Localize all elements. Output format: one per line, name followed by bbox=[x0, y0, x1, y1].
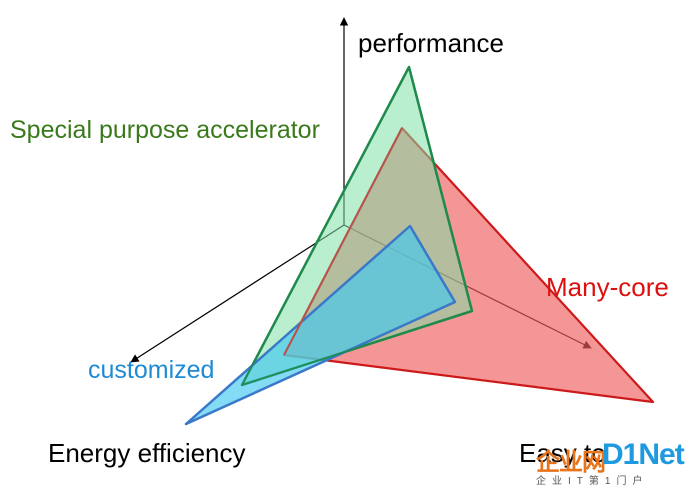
watermark-logo-en: D1Net bbox=[602, 438, 685, 471]
watermark-subtitle: 企业IT第1门户 bbox=[536, 476, 649, 487]
watermark-logo: 企业网 D1Net 企业IT第1门户 bbox=[530, 436, 690, 487]
performance-label: performance bbox=[358, 28, 504, 58]
many-core-label: Many-core bbox=[546, 272, 669, 302]
customized-polygon bbox=[184, 224, 457, 426]
customized-label: customized bbox=[88, 356, 215, 384]
many-core-edge bbox=[283, 127, 403, 356]
ease-label: Easy to bbox=[519, 438, 606, 468]
watermark-logo-cn: 企业网 bbox=[536, 449, 606, 476]
special-purpose-accelerator-label: Special purpose accelerator bbox=[10, 116, 320, 144]
special-purpose-accelerator-outline bbox=[241, 66, 473, 386]
energy-efficiency-axis bbox=[130, 224, 345, 363]
energy-efficiency-label: Energy efficiency bbox=[48, 438, 246, 468]
